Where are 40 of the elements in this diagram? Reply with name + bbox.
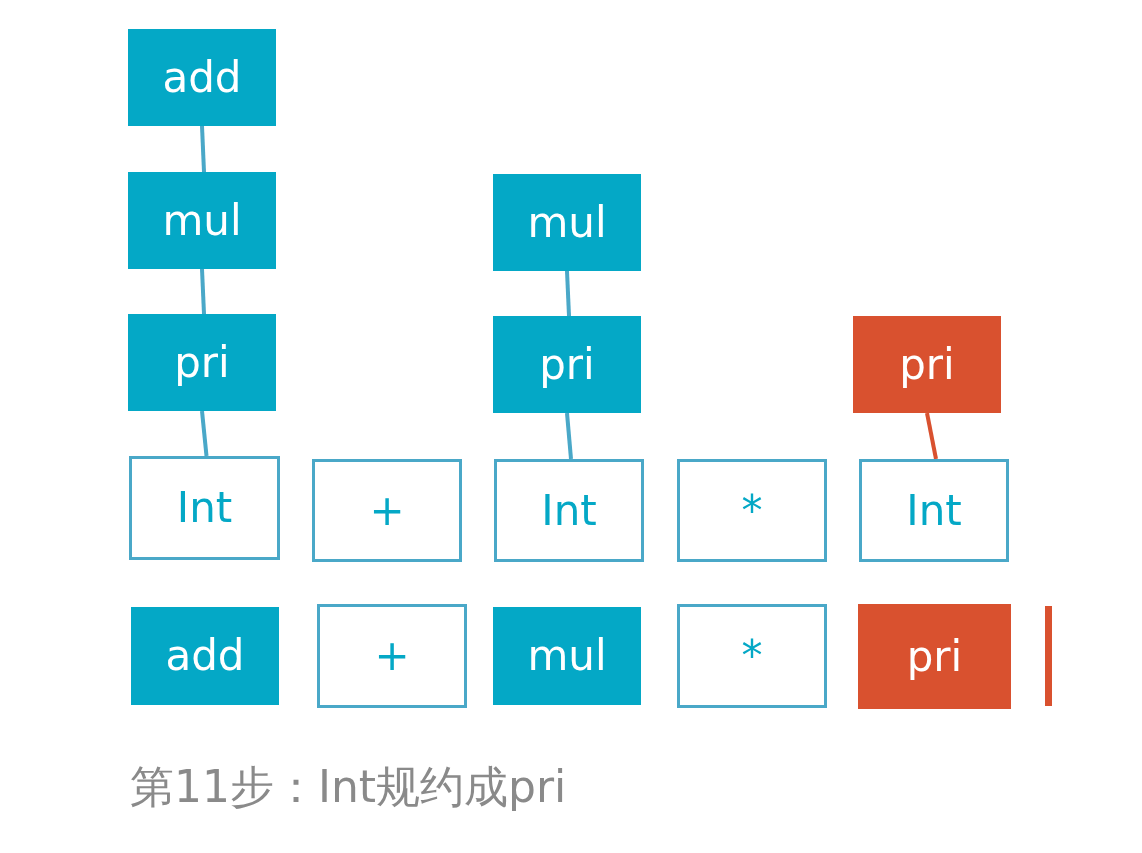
- caption: 第11步：Int规约成pri: [130, 760, 567, 814]
- token-box: [677, 459, 827, 562]
- token-box: [859, 459, 1009, 562]
- token-box: [494, 459, 644, 562]
- symbol-box: [128, 29, 276, 126]
- node-label: Int: [176, 487, 233, 529]
- connector-line: [200, 268, 206, 315]
- token-box: [677, 604, 827, 708]
- symbol-box: [493, 316, 641, 413]
- symbol-box: [853, 316, 1001, 413]
- node-label: mul: [527, 635, 607, 677]
- marker-bar: [1045, 606, 1052, 706]
- node-label: add: [162, 56, 242, 99]
- symbol-box: [128, 314, 276, 411]
- symbol-box: [858, 604, 1011, 709]
- token-box: [129, 456, 280, 560]
- connector-line: [565, 412, 573, 460]
- node-label: pri: [906, 635, 963, 678]
- token-box: [312, 459, 462, 562]
- node-label: pri: [539, 343, 595, 386]
- symbol-box: [493, 174, 641, 271]
- symbol-box: [131, 607, 279, 705]
- node-label: mul: [527, 201, 607, 244]
- node-label: Int: [906, 489, 962, 532]
- token-box: [317, 604, 467, 708]
- node-label: +: [374, 635, 410, 677]
- node-label: *: [741, 635, 763, 677]
- node-label: mul: [162, 199, 242, 242]
- symbol-box: [493, 607, 641, 705]
- connector-line: [925, 412, 938, 460]
- node-label: add: [165, 635, 245, 677]
- connector-line: [200, 125, 206, 173]
- symbol-box: [128, 172, 276, 269]
- connector-line: [200, 410, 209, 457]
- node-label: +: [369, 489, 405, 532]
- node-label: pri: [899, 343, 955, 386]
- node-label: *: [741, 489, 763, 532]
- node-label: Int: [541, 489, 597, 532]
- node-label: pri: [174, 341, 230, 384]
- connector-line: [565, 270, 571, 317]
